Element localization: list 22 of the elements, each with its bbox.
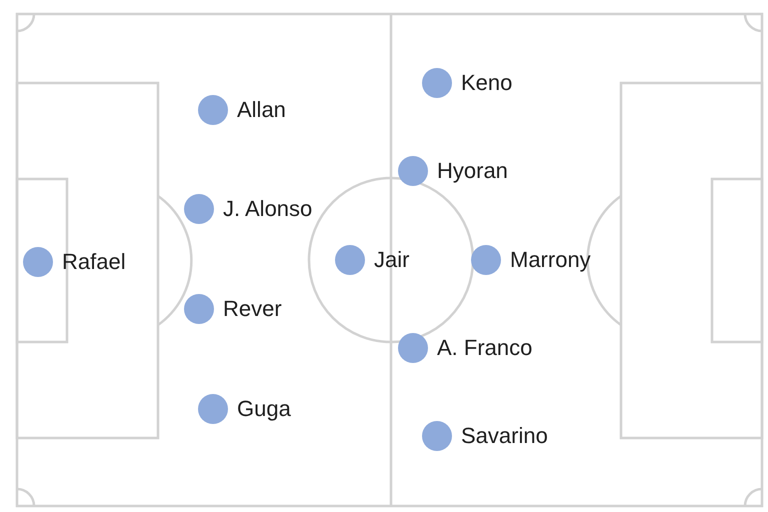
player-marker-icon (471, 245, 501, 275)
player-name: Marrony (510, 247, 591, 273)
player-marker-icon (184, 194, 214, 224)
player-marker-icon (23, 247, 53, 277)
player-marker-icon (184, 294, 214, 324)
player-marker-icon (398, 333, 428, 363)
player-marker-icon (198, 95, 228, 125)
player-marker-icon (198, 394, 228, 424)
player-marker-icon (398, 156, 428, 186)
player-marker-icon (422, 68, 452, 98)
player-name: Jair (374, 247, 410, 273)
player-marker-icon (422, 421, 452, 451)
player-marker-icon (335, 245, 365, 275)
player-name: Hyoran (437, 158, 508, 184)
player-name: A. Franco (437, 335, 532, 361)
player-name: Allan (237, 97, 286, 123)
player-name: J. Alonso (223, 196, 312, 222)
player-name: Rever (223, 296, 282, 322)
player-name: Keno (461, 70, 512, 96)
player-name: Savarino (461, 423, 548, 449)
player-name: Guga (237, 396, 291, 422)
player-name: Rafael (62, 249, 126, 275)
